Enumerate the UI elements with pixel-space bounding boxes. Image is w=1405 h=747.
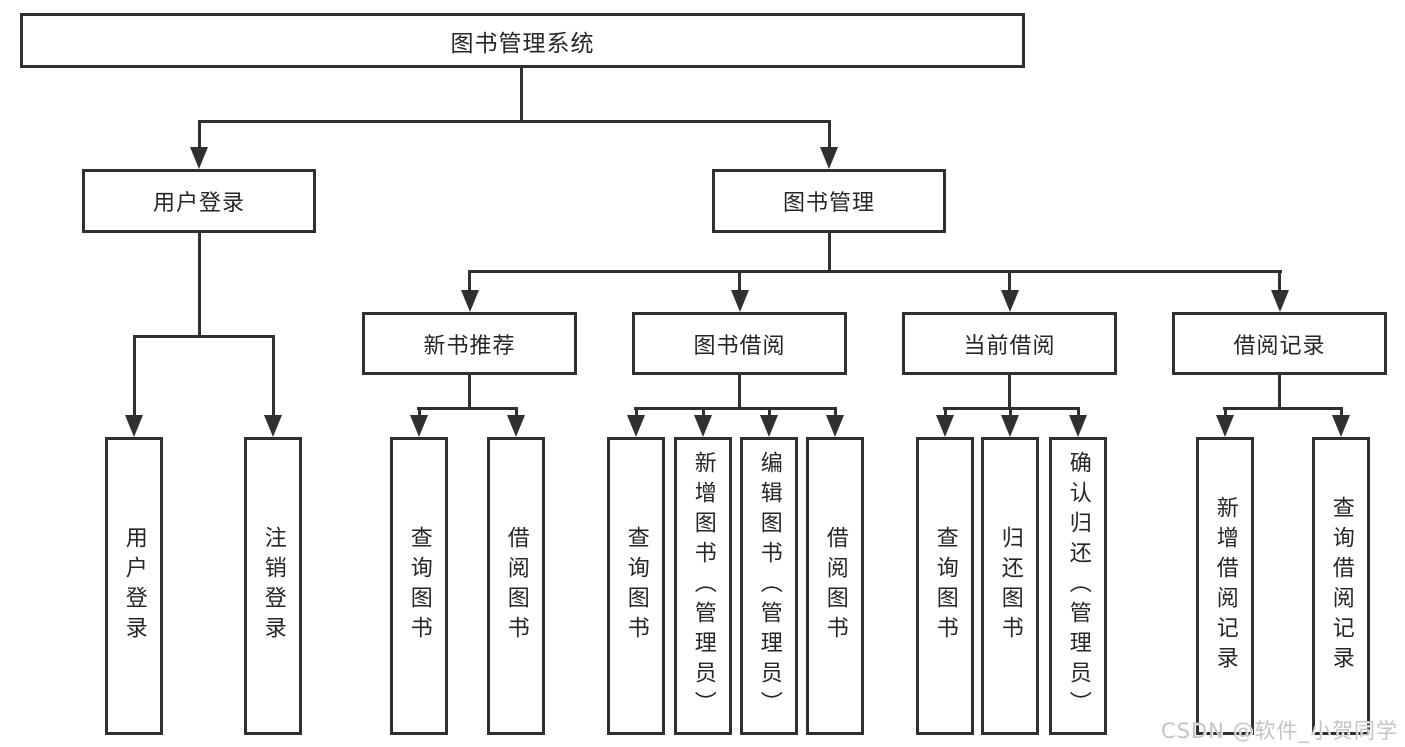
- connector: [635, 407, 638, 417]
- connector: [468, 375, 471, 409]
- node-add-books-admin-label: 新增图书（管理员）: [690, 451, 716, 721]
- connector: [272, 335, 275, 417]
- node-user-login-leaf: 用户登录: [105, 437, 163, 735]
- node-book-management: 图书管理: [712, 169, 946, 233]
- arrowhead-icon: [1332, 415, 1350, 437]
- connector: [515, 407, 518, 417]
- node-borrowing-borrow-books: 借阅图书: [806, 437, 864, 735]
- arrowhead-icon: [410, 415, 428, 437]
- node-user-login: 用户登录: [82, 169, 316, 233]
- node-borrowing-borrow-books-label: 借阅图书: [822, 526, 848, 646]
- connector: [418, 407, 421, 417]
- node-new-book-recommendation: 新书推荐: [362, 312, 577, 375]
- node-add-borrow-record: 新增借阅记录: [1196, 437, 1254, 735]
- node-borrowing-query-books: 查询图书: [607, 437, 665, 735]
- connector: [738, 270, 741, 292]
- node-add-books-admin: 新增图书（管理员）: [674, 437, 732, 735]
- arrowhead-icon: [826, 415, 844, 437]
- node-borrowing-records-label: 借阅记录: [1233, 333, 1326, 359]
- node-book-management-label: 图书管理: [782, 191, 875, 216]
- arrowhead-icon: [731, 290, 749, 312]
- arrowhead-icon: [820, 147, 838, 169]
- connector: [834, 407, 837, 417]
- connector: [198, 120, 201, 149]
- connector: [828, 120, 831, 149]
- arrowhead-icon: [627, 415, 645, 437]
- connector: [1008, 270, 1011, 292]
- node-confirm-return-admin-label: 确认归还（管理员）: [1065, 451, 1091, 721]
- connector: [468, 270, 471, 292]
- node-current-borrowing: 当前借阅: [902, 312, 1117, 375]
- node-query-borrow-record-label: 查询借阅记录: [1328, 496, 1354, 676]
- connector: [768, 407, 771, 417]
- connector: [1224, 407, 1227, 417]
- node-edit-books-admin-label: 编辑图书（管理员）: [756, 451, 782, 721]
- node-user-login-leaf-label: 用户登录: [121, 526, 147, 646]
- node-current-borrowing-label: 当前借阅: [963, 333, 1056, 359]
- arrowhead-icon: [461, 290, 479, 312]
- node-return-books: 归还图书: [981, 437, 1039, 735]
- connector: [1340, 407, 1343, 417]
- node-current-query-books: 查询图书: [916, 437, 974, 735]
- arrowhead-icon: [936, 415, 954, 437]
- node-borrowing-query-books-label: 查询图书: [623, 526, 649, 646]
- arrowhead-icon: [1216, 415, 1234, 437]
- node-library-system-label: 图书管理系统: [450, 30, 595, 57]
- connector: [1278, 270, 1281, 292]
- connector: [520, 68, 523, 122]
- node-new-book-recommendation-label: 新书推荐: [423, 333, 516, 359]
- node-recommend-query-books: 查询图书: [390, 437, 448, 735]
- node-recommend-borrow-books: 借阅图书: [487, 437, 545, 735]
- connector: [468, 270, 1282, 273]
- node-book-borrowing: 图书借阅: [632, 312, 847, 375]
- node-user-login-label: 用户登录: [152, 191, 245, 216]
- node-library-system: 图书管理系统: [20, 13, 1025, 68]
- arrowhead-icon: [1271, 290, 1289, 312]
- arrowhead-icon: [1069, 415, 1087, 437]
- connector: [417, 407, 518, 410]
- watermark-text: CSDN @软件_小贺同学: [1160, 719, 1398, 743]
- arrowhead-icon: [264, 415, 282, 437]
- node-book-borrowing-label: 图书借阅: [693, 333, 786, 359]
- connector: [1009, 407, 1012, 417]
- connector: [702, 407, 705, 417]
- connector: [1223, 407, 1343, 410]
- connector: [1278, 375, 1281, 409]
- node-query-borrow-record: 查询借阅记录: [1312, 437, 1370, 735]
- arrowhead-icon: [125, 415, 143, 437]
- node-current-query-books-label: 查询图书: [932, 526, 958, 646]
- connector: [1008, 375, 1011, 409]
- node-add-borrow-record-label: 新增借阅记录: [1212, 496, 1238, 676]
- connector: [198, 233, 201, 337]
- arrowhead-icon: [1001, 290, 1019, 312]
- arrowhead-icon: [1001, 415, 1019, 437]
- connector: [133, 335, 136, 417]
- node-confirm-return-admin: 确认归还（管理员）: [1049, 437, 1107, 735]
- connector: [828, 233, 831, 272]
- connector: [1077, 407, 1080, 417]
- arrowhead-icon: [507, 415, 525, 437]
- node-recommend-query-books-label: 查询图书: [406, 526, 432, 646]
- node-borrowing-records: 借阅记录: [1172, 312, 1387, 375]
- connector: [198, 120, 831, 123]
- node-edit-books-admin: 编辑图书（管理员）: [740, 437, 798, 735]
- arrowhead-icon: [760, 415, 778, 437]
- connector: [634, 407, 837, 410]
- node-recommend-borrow-books-label: 借阅图书: [503, 526, 529, 646]
- arrowhead-icon: [190, 147, 208, 169]
- connector: [738, 375, 741, 409]
- connector: [944, 407, 947, 417]
- node-logout-leaf-label: 注销登录: [260, 526, 286, 646]
- node-logout-leaf: 注销登录: [244, 437, 302, 735]
- arrowhead-icon: [694, 415, 712, 437]
- node-return-books-label: 归还图书: [997, 526, 1023, 646]
- connector: [133, 335, 275, 338]
